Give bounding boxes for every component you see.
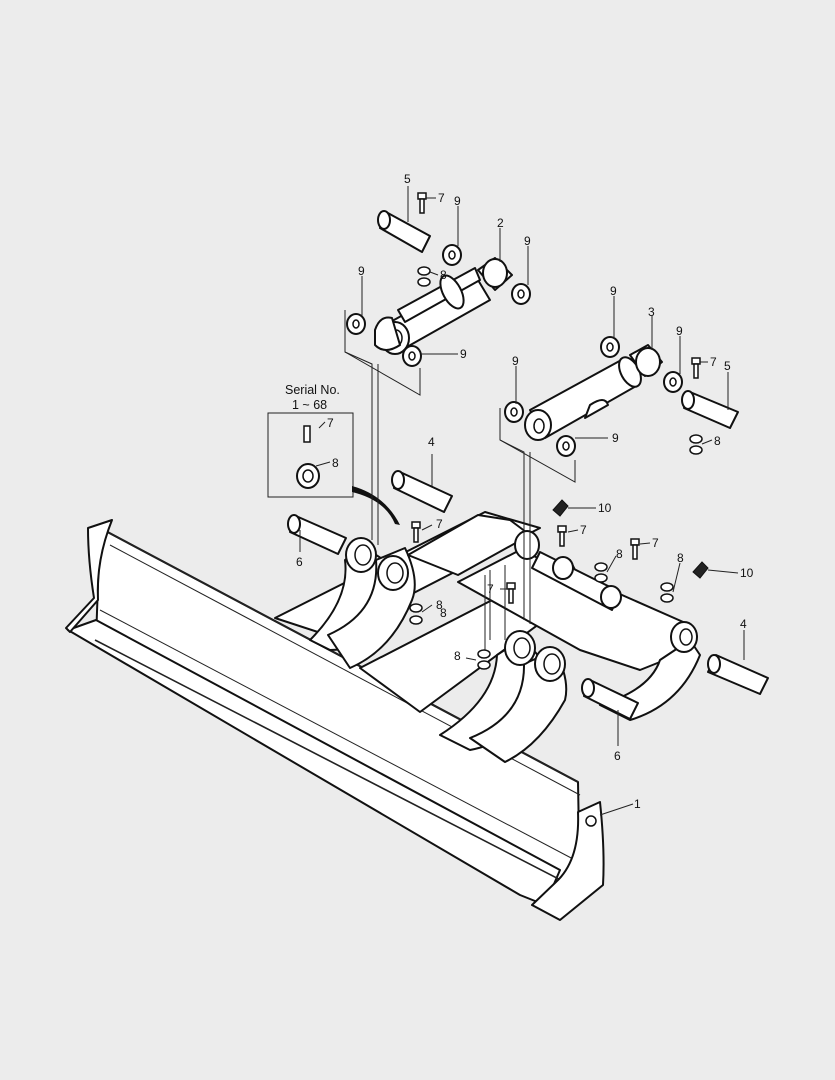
callout-9-g: 9 bbox=[512, 354, 519, 368]
callout-4-right: 4 bbox=[740, 617, 747, 631]
callout-9-c: 9 bbox=[358, 264, 365, 278]
pin-5-top bbox=[377, 210, 431, 253]
callout-10-upper: 10 bbox=[598, 501, 612, 515]
callout-1: 1 bbox=[634, 797, 641, 811]
callout-9-d: 9 bbox=[460, 347, 467, 361]
callout-9-h: 9 bbox=[612, 431, 619, 445]
callout-2: 2 bbox=[497, 216, 504, 230]
cylinder-2 bbox=[374, 257, 513, 355]
callout-leaders bbox=[299, 186, 745, 816]
callout-7-frame-left: 7 bbox=[436, 517, 443, 531]
lock-nuts bbox=[296, 266, 703, 670]
callout-7-top: 7 bbox=[438, 191, 445, 205]
cylinder-3 bbox=[524, 344, 663, 441]
bracket-lines bbox=[344, 310, 576, 640]
callout-6-left: 6 bbox=[296, 555, 303, 569]
frame bbox=[274, 511, 701, 763]
callout-8-top: 8 bbox=[440, 268, 447, 282]
serial-label-line2: 1 ~ 68 bbox=[292, 398, 327, 412]
callout-8-right: 8 bbox=[714, 434, 721, 448]
grease-fittings bbox=[552, 499, 709, 579]
callout-6-right: 6 bbox=[614, 749, 621, 763]
callout-9-b: 9 bbox=[524, 234, 531, 248]
callout-8-extra: 8 bbox=[440, 606, 447, 620]
blade bbox=[65, 519, 605, 921]
callout-9-f: 9 bbox=[676, 324, 683, 338]
inset-arrow bbox=[352, 486, 400, 525]
callout-labels: 1 2 3 4 4 5 5 6 6 7 7 7 7 7 7 7 8 8 8 8 … bbox=[296, 172, 754, 811]
pin-5-right bbox=[681, 390, 739, 429]
callout-5-top: 5 bbox=[404, 172, 411, 186]
callout-7-inset: 7 bbox=[327, 416, 334, 430]
callout-9-e: 9 bbox=[610, 284, 617, 298]
washers bbox=[346, 244, 683, 457]
callout-8-frame-left: 8 bbox=[436, 598, 443, 612]
serial-label-line1: Serial No. bbox=[285, 383, 340, 397]
pin-4-middle bbox=[391, 470, 453, 513]
callout-7-lower: 7 bbox=[487, 582, 494, 596]
serial-inset: Serial No. 1 ~ 68 bbox=[267, 383, 400, 525]
callout-10-right: 10 bbox=[740, 566, 754, 580]
callout-9-a: 9 bbox=[454, 194, 461, 208]
callout-7-right: 7 bbox=[710, 355, 717, 369]
callout-8-inset: 8 bbox=[332, 456, 339, 470]
callout-7-frame-right: 7 bbox=[652, 536, 659, 550]
callout-8-frame-mid: 8 bbox=[616, 547, 623, 561]
bolts bbox=[303, 192, 701, 604]
callout-3: 3 bbox=[648, 305, 655, 319]
pin-4-right bbox=[707, 654, 769, 695]
callout-5-right: 5 bbox=[724, 359, 731, 373]
callout-8-lower: 8 bbox=[454, 649, 461, 663]
pin-6-right bbox=[581, 678, 639, 720]
callout-4-middle: 4 bbox=[428, 435, 435, 449]
callout-7-frame-mid: 7 bbox=[580, 523, 587, 537]
callout-8-frame-right: 8 bbox=[677, 551, 684, 565]
pin-6-left bbox=[287, 514, 347, 555]
